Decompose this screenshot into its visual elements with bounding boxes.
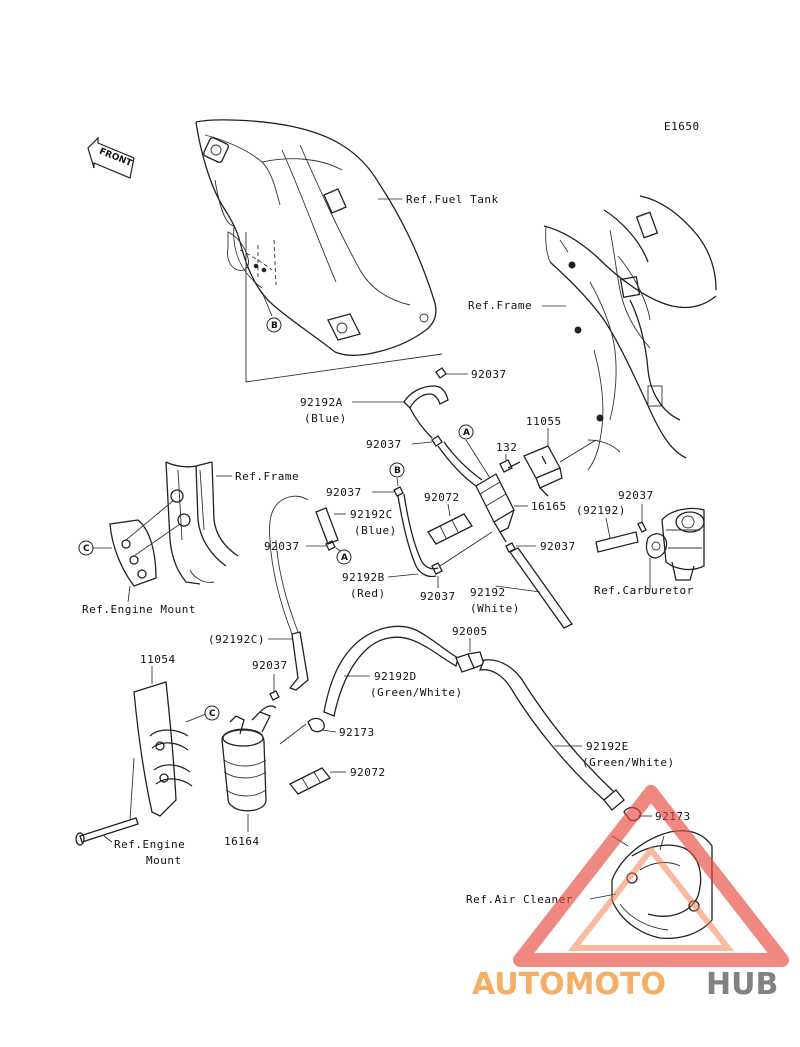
label-92192e: 92192E bbox=[586, 740, 629, 753]
label-92037-mid: 92037 bbox=[366, 438, 402, 451]
engine-mount-bolt bbox=[75, 817, 139, 846]
label-92192c-paren: (92192C) bbox=[208, 633, 265, 646]
label-92037-top: 92037 bbox=[471, 368, 507, 381]
svg-text:A: A bbox=[341, 553, 348, 563]
label-92192d: 92192D bbox=[374, 670, 417, 683]
label-92192: 92192 bbox=[470, 586, 506, 599]
diagram-code: E1650 bbox=[664, 120, 700, 133]
label-92192e-color: (Green/White) bbox=[582, 756, 675, 769]
ref-engine-mount-lower-2: Mount bbox=[146, 854, 182, 867]
valve-11055 bbox=[523, 428, 597, 497]
callout-a-lower: A bbox=[335, 547, 352, 565]
callout-c-right: C bbox=[185, 705, 220, 723]
svg-text:B: B bbox=[271, 321, 278, 331]
label-92037-c: 92037 bbox=[264, 540, 300, 553]
callout-c-left: C bbox=[78, 540, 112, 556]
label-92192a-color: (Blue) bbox=[304, 412, 347, 425]
label-92192-paren: (92192) bbox=[576, 504, 626, 517]
engine-mount-plate bbox=[109, 499, 181, 587]
label-92037-b: 92037 bbox=[326, 486, 362, 499]
label-92037-canister: 92037 bbox=[252, 659, 288, 672]
bracket-11054 bbox=[133, 681, 193, 817]
watermark-hub: HUB bbox=[706, 967, 778, 1002]
ref-frame-upper: Ref.Frame bbox=[468, 299, 532, 312]
carburetor-sketch bbox=[645, 507, 705, 581]
callout-b-lower: B bbox=[389, 462, 405, 487]
canister-16164 bbox=[221, 705, 277, 812]
automotohub-watermark-logo: AUTOMOTO HUB bbox=[472, 785, 789, 1002]
ref-air-cleaner: Ref.Air Cleaner bbox=[466, 893, 573, 906]
label-92192d-color: (Green/White) bbox=[370, 686, 463, 699]
svg-text:B: B bbox=[394, 466, 401, 476]
fuel-filter-16165 bbox=[475, 473, 515, 543]
label-92192c-color: (Blue) bbox=[354, 524, 397, 537]
callout-a-upper: A bbox=[458, 424, 491, 479]
ref-carburetor: Ref.Carburetor bbox=[594, 584, 694, 597]
label-92037-carb: 92037 bbox=[618, 489, 654, 502]
label-92037-filter: 92037 bbox=[540, 540, 576, 553]
watermark-automoto: AUTOMOTO bbox=[472, 967, 666, 1002]
label-16165: 16165 bbox=[531, 500, 567, 513]
band-92072-lower bbox=[288, 767, 346, 795]
svg-text:A: A bbox=[463, 428, 470, 438]
frame-left-sketch bbox=[165, 461, 239, 585]
svg-text:C: C bbox=[209, 709, 216, 719]
label-92072-upper: 92072 bbox=[424, 491, 460, 504]
label-92037-b-lower: 92037 bbox=[420, 590, 456, 603]
bolt-132 bbox=[499, 454, 521, 473]
label-92072-lower: 92072 bbox=[350, 766, 386, 779]
ref-engine-mount-lower-1: Ref.Engine bbox=[114, 838, 185, 851]
ref-engine-mount-upper: Ref.Engine Mount bbox=[82, 603, 196, 616]
label-92192b-color: (Red) bbox=[350, 587, 386, 600]
front-arrow-icon: FRONT bbox=[87, 136, 135, 179]
label-11055: 11055 bbox=[526, 415, 562, 428]
ref-fuel-tank: Ref.Fuel Tank bbox=[406, 193, 499, 206]
svg-text:C: C bbox=[83, 544, 90, 554]
label-92192c: 92192C bbox=[350, 508, 393, 521]
clamp-92037-top bbox=[435, 367, 468, 379]
label-92192-color: (White) bbox=[470, 602, 520, 615]
label-11054: 11054 bbox=[140, 653, 176, 666]
ref-frame-left: Ref.Frame bbox=[235, 470, 299, 483]
fitting-92005 bbox=[455, 638, 485, 673]
frame-upper-sketch bbox=[543, 195, 717, 471]
label-92192b: 92192B bbox=[342, 571, 385, 584]
label-92192a: 92192A bbox=[300, 396, 343, 409]
callout-b-upper: B bbox=[261, 291, 282, 333]
label-132: 132 bbox=[496, 441, 517, 454]
label-92005: 92005 bbox=[452, 625, 488, 638]
fuel-tank-sketch bbox=[195, 119, 437, 356]
label-92173-left: 92173 bbox=[339, 726, 375, 739]
band-92072-upper bbox=[427, 503, 473, 545]
label-16164: 16164 bbox=[224, 835, 260, 848]
